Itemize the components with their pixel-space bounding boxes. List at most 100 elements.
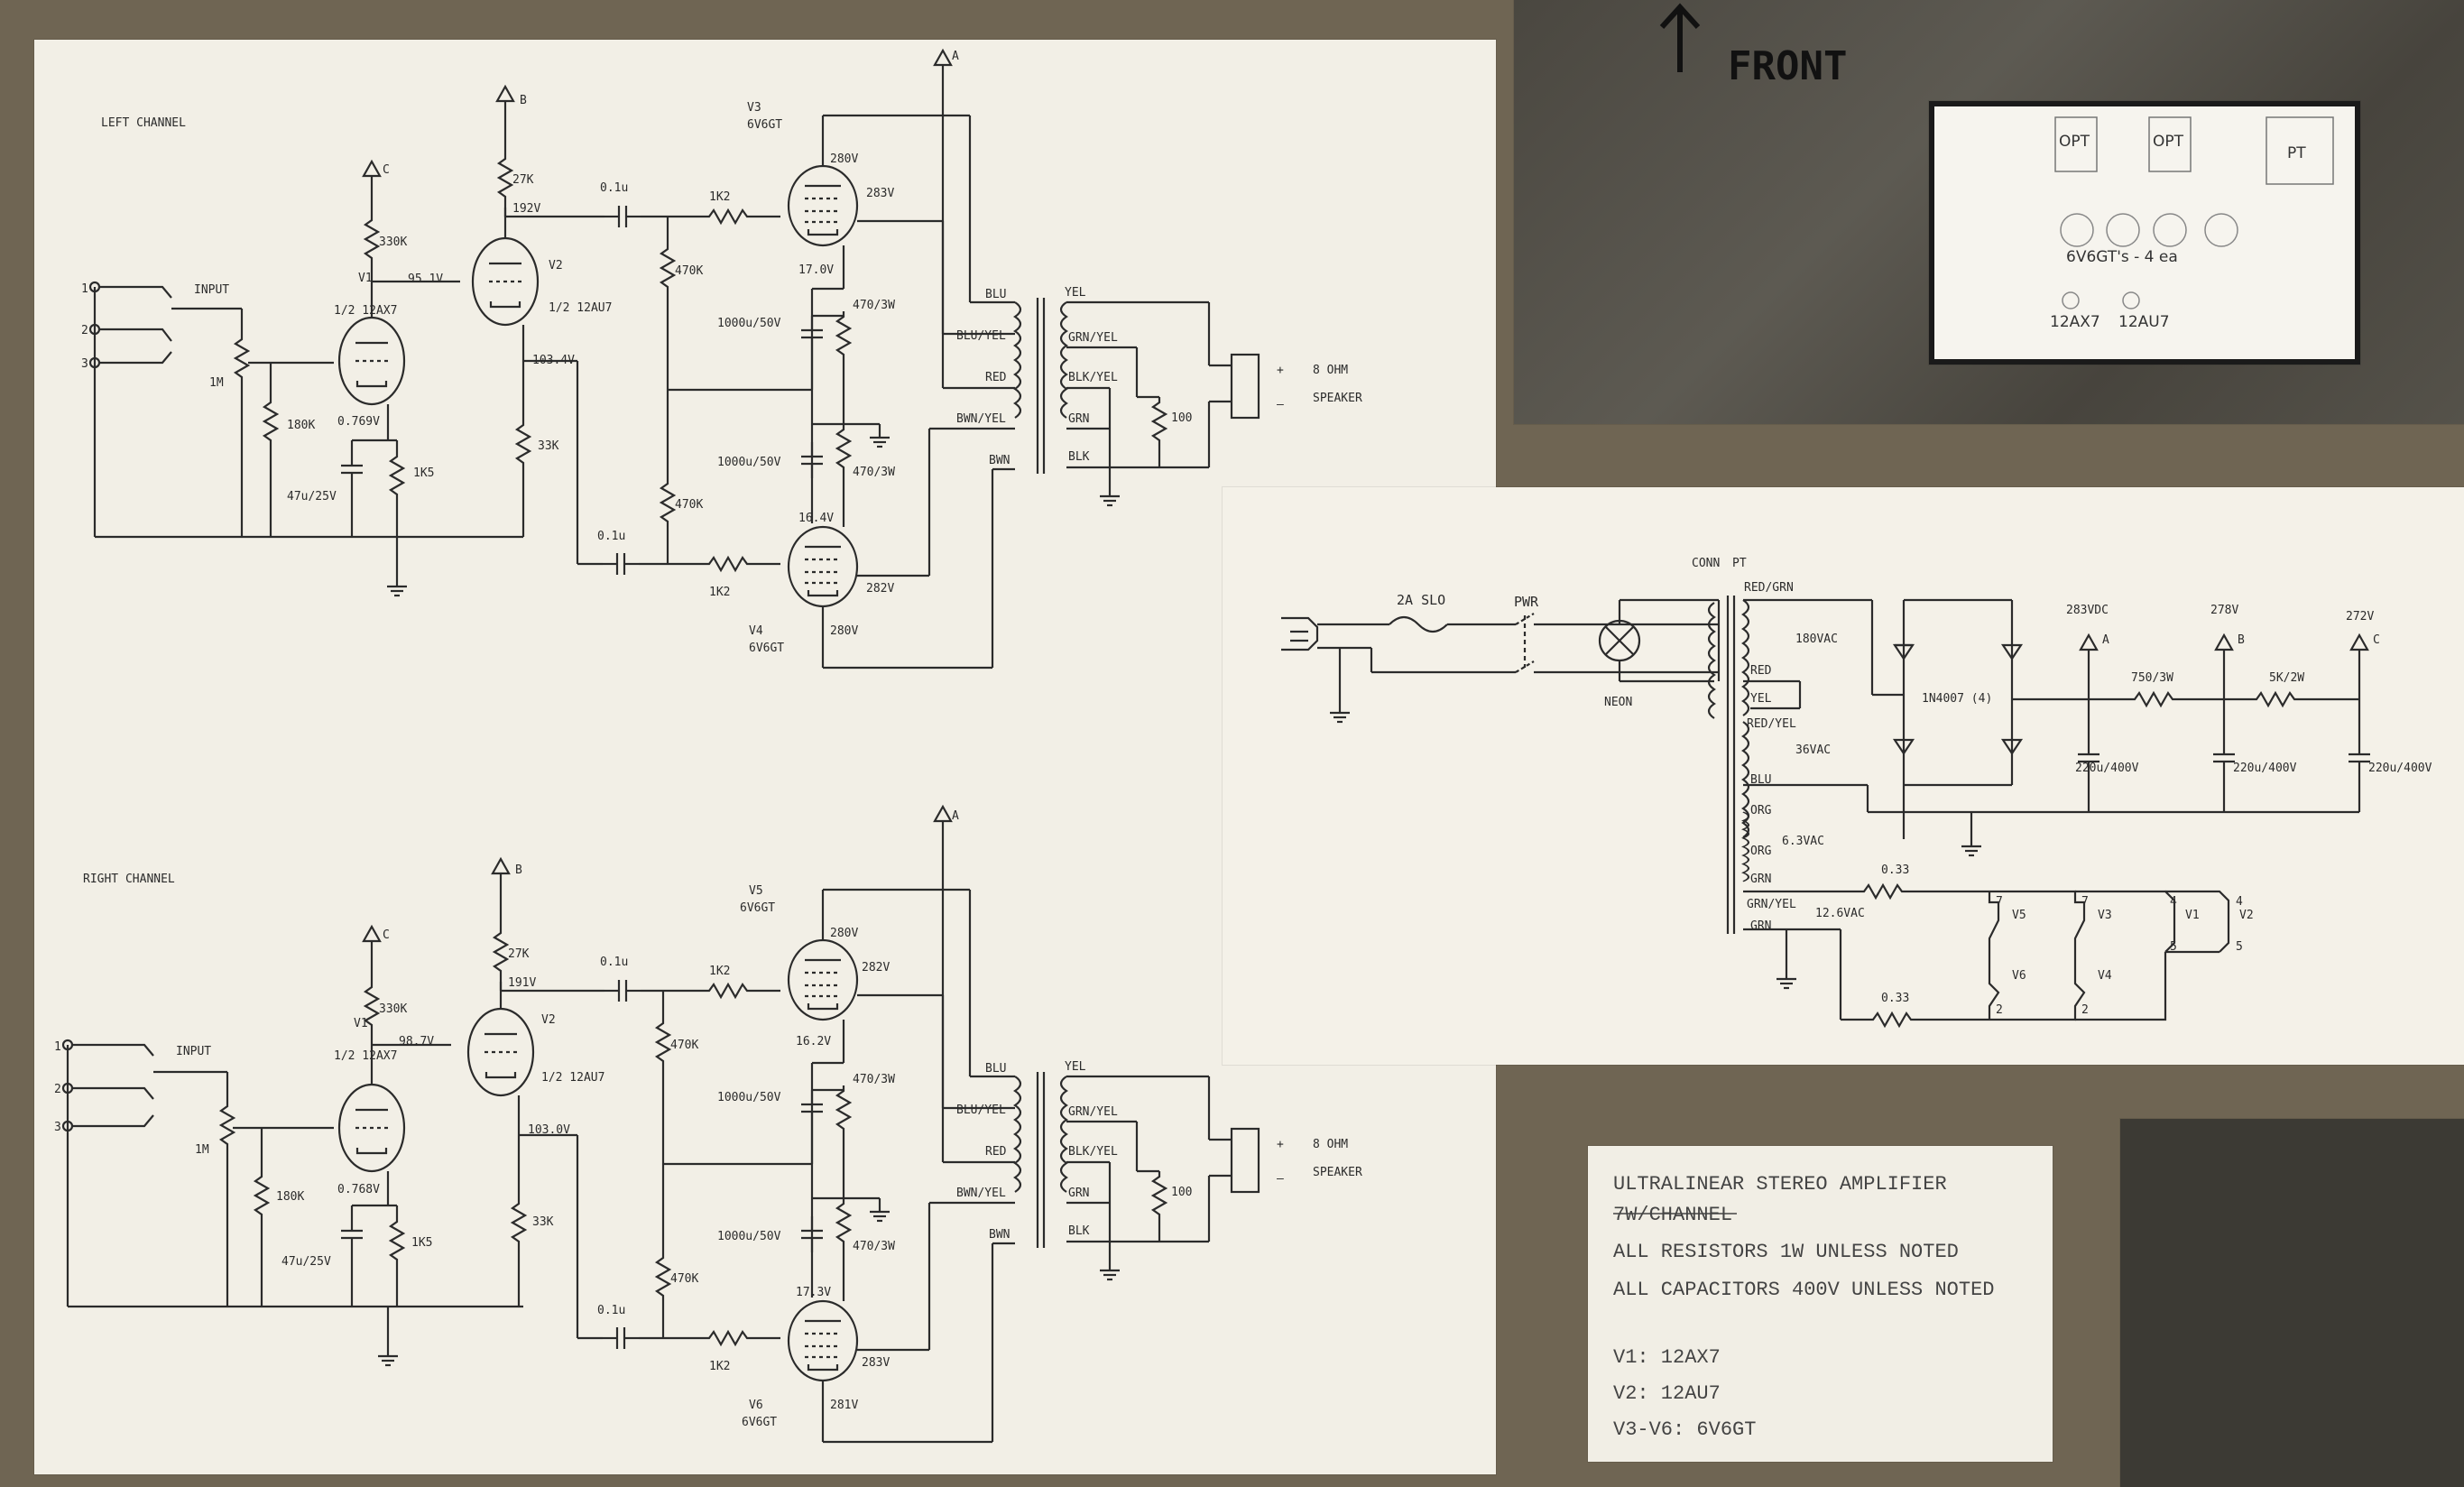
right-pin1: 1 — [54, 1040, 61, 1054]
power-supply-labels: CONN PT 2A SLO PWR NEON RED/GRN 180VAC R… — [1397, 557, 2432, 1017]
psu-c-a: 220u/400V — [2075, 762, 2139, 775]
left-pin1: 1 — [81, 282, 88, 296]
psu-redgrn: RED/GRN — [1744, 581, 1794, 595]
left-r-1m: 1M — [209, 376, 224, 390]
psu-node-b: B — [2238, 633, 2245, 647]
right-wire-bluyel: BLU/YEL — [956, 1104, 1006, 1117]
left-volt-280-v3: 280V — [830, 152, 858, 166]
left-r-470-3w-a: 470/3W — [853, 299, 895, 312]
psu-pin5-b: 5 — [2236, 940, 2243, 954]
psu-neon: NEON — [1604, 696, 1632, 709]
right-r-330k: 330K — [379, 1002, 407, 1016]
left-channel-circuit — [88, 49, 1260, 670]
right-sec-blk: BLK — [1068, 1224, 1090, 1238]
left-r-1k5: 1K5 — [413, 466, 434, 480]
power-supply-sheet — [1223, 487, 2464, 1065]
left-sec-grn: GRN — [1068, 412, 1089, 426]
right-pin2: 2 — [54, 1083, 61, 1096]
tube-socket — [2204, 213, 2238, 247]
note-line-5: V1: 12AX7 — [1613, 1346, 1721, 1369]
left-node-c: C — [383, 163, 390, 177]
left-r-180k: 180K — [287, 419, 315, 432]
left-c-47u: 47u/25V — [287, 490, 337, 503]
psu-redyel: RED/YEL — [1747, 717, 1796, 731]
left-r-33k: 33K — [538, 439, 559, 453]
left-wire-bluyel: BLU/YEL — [956, 329, 1006, 343]
front-marker: FRONT — [1659, 3, 1847, 89]
psu-pin5-a: 5 — [2170, 940, 2177, 954]
right-sec-yel: YEL — [1065, 1060, 1086, 1074]
note-line-7: V3-V6: 6V6GT — [1613, 1418, 1756, 1441]
psu-pin2-b: 2 — [2081, 1003, 2089, 1017]
right-r-1m: 1M — [195, 1143, 209, 1157]
right-volt-173: 17.3V — [796, 1286, 831, 1299]
left-v3: V3 — [747, 101, 761, 115]
right-r-1k2-a: 1K2 — [709, 965, 730, 978]
right-r-1k5: 1K5 — [411, 1236, 432, 1250]
psu-v36: 36VAC — [1795, 744, 1831, 757]
left-r-330k: 330K — [379, 236, 407, 249]
right-volt-280-v5: 280V — [830, 927, 858, 940]
left-volt-282: 282V — [866, 582, 894, 596]
right-r-33k: 33K — [532, 1215, 554, 1229]
psu-fuse: 2A SLO — [1397, 592, 1445, 608]
left-c-01u-b: 0.1u — [597, 530, 625, 543]
psu-v126: 12.6VAC — [1815, 907, 1865, 920]
right-r-180k: 180K — [276, 1190, 304, 1204]
right-volt-0768: 0.768V — [337, 1183, 380, 1196]
right-volt-162: 16.2V — [796, 1035, 831, 1048]
right-title: RIGHT CHANNEL — [83, 873, 175, 886]
front-label: FRONT — [1728, 43, 1847, 89]
tube-socket — [2106, 213, 2140, 247]
psu-pin4-b: 4 — [2236, 895, 2243, 909]
left-volt-280-v4: 280V — [830, 624, 858, 638]
psu-c-b: 220u/400V — [2233, 762, 2297, 775]
psu-heater-v5: V5 — [2012, 909, 2026, 922]
notes-text: ULTRALINEAR STEREO AMPLIFIER 7W/CHANNEL … — [1613, 1173, 1994, 1441]
left-v1: V1 — [358, 272, 373, 285]
right-wire-red: RED — [985, 1145, 1007, 1159]
right-c-01u-b: 0.1u — [597, 1304, 625, 1317]
left-volt-283: 283V — [866, 187, 894, 200]
left-node-b: B — [520, 94, 527, 107]
left-sec-grnyel: GRN/YEL — [1068, 331, 1118, 345]
tube-socket — [2060, 213, 2094, 247]
psu-node-c: C — [2373, 633, 2380, 647]
psu-pwr: PWR — [1514, 594, 1539, 610]
right-sec-blkyel: BLK/YEL — [1068, 1145, 1118, 1159]
right-node-c: C — [383, 928, 390, 942]
right-volt-103: 103.0V — [528, 1123, 570, 1137]
left-wire-bwnyel: BWN/YEL — [956, 412, 1006, 426]
layout-opt-1: OPT — [2059, 133, 2090, 151]
right-v1-type: 1/2 12AX7 — [334, 1049, 397, 1063]
right-r-470k-a: 470K — [670, 1039, 698, 1052]
left-spk-plus: + — [1277, 364, 1284, 377]
left-spk-minus: – — [1277, 398, 1284, 411]
left-volt-95: 95.1V — [408, 272, 443, 286]
psu-node-a: A — [2102, 633, 2109, 647]
right-r-1k2-b: 1K2 — [709, 1360, 730, 1373]
right-v5-type: 6V6GT — [740, 901, 775, 915]
psu-v283: 283VDC — [2066, 604, 2109, 617]
left-volt-103: 103.4V — [532, 354, 575, 367]
psu-heater-v4: V4 — [2098, 969, 2112, 983]
left-spk: SPEAKER — [1313, 392, 1362, 405]
left-r-470k-b: 470K — [675, 498, 703, 512]
right-c-1000u-b: 1000u/50V — [717, 1230, 781, 1243]
psu-v63: 6.3VAC — [1782, 835, 1824, 848]
right-volt-281: 281V — [830, 1399, 858, 1412]
psu-heater-v2: V2 — [2239, 909, 2254, 922]
right-v6: V6 — [749, 1399, 763, 1412]
right-v2: V2 — [541, 1013, 556, 1027]
left-volt-170: 17.0V — [798, 263, 834, 277]
left-sec-blkyel: BLK/YEL — [1068, 371, 1118, 384]
left-input-label: INPUT — [194, 283, 229, 297]
left-wire-red: RED — [985, 371, 1007, 384]
psu-conn: CONN — [1692, 557, 1720, 570]
left-pin3: 3 — [81, 357, 88, 371]
left-r-1k2-b: 1K2 — [709, 586, 730, 599]
psu-heater-v1: V1 — [2185, 909, 2200, 922]
right-r-470-3w-a: 470/3W — [853, 1073, 895, 1086]
right-channel-circuit — [61, 805, 1260, 1444]
